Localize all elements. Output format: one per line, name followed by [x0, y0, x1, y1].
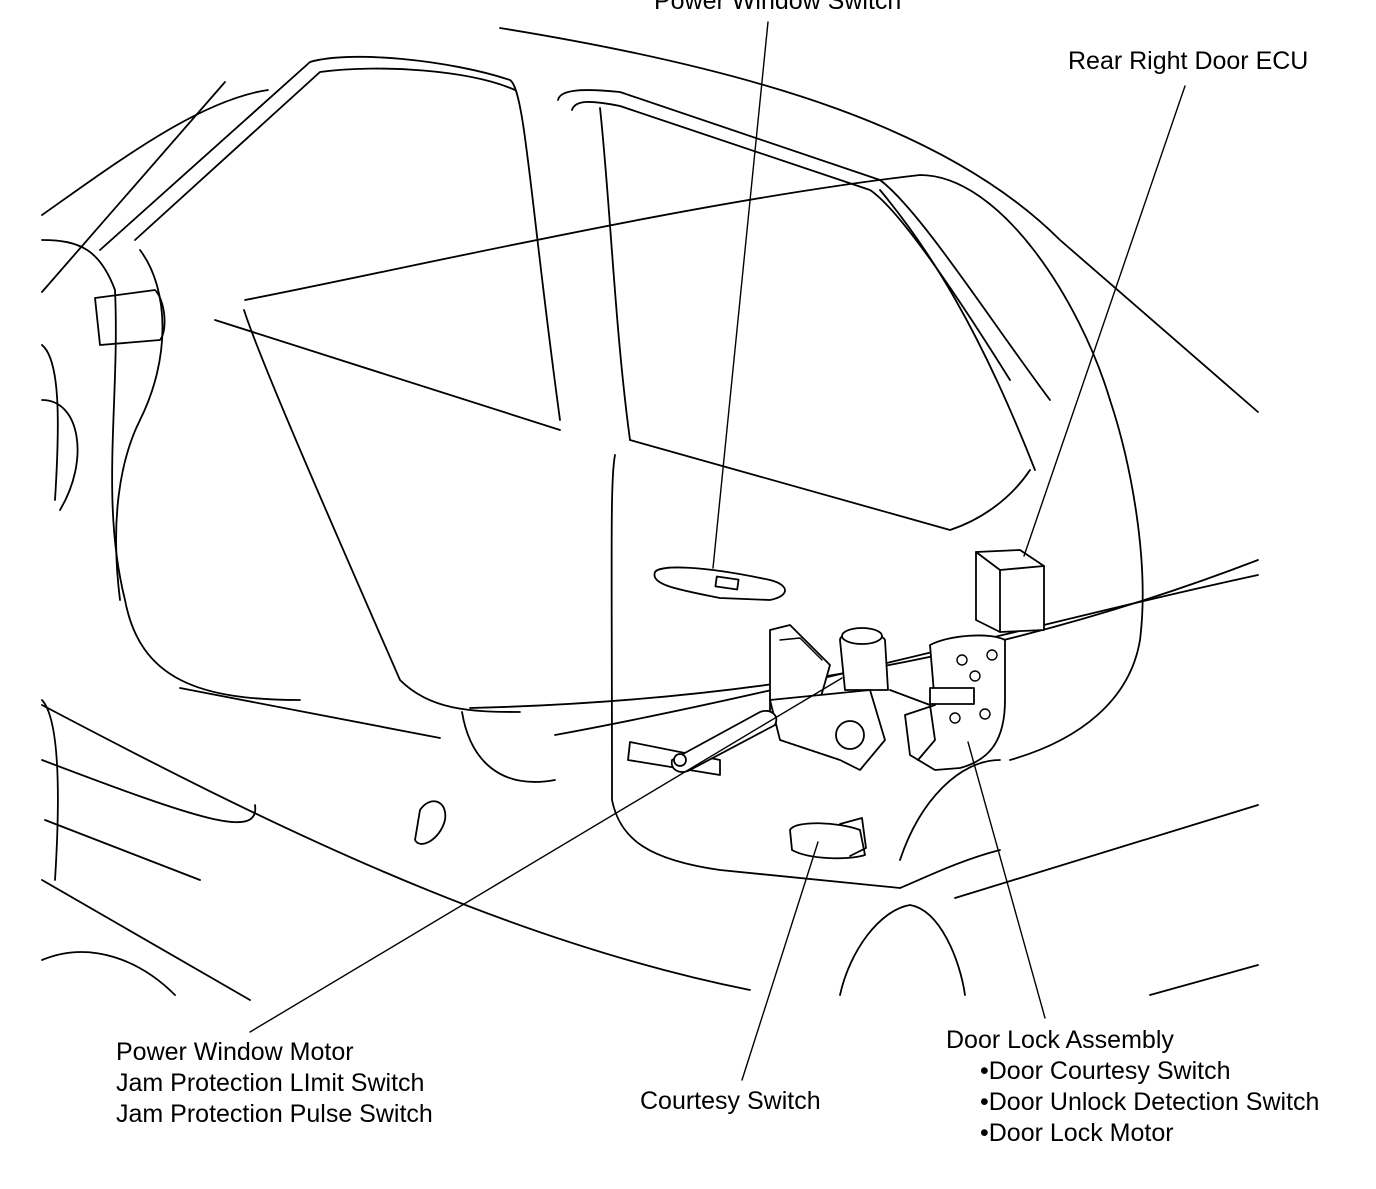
label-power-window-motor-group: Power Window Motor Jam Protection LImit …	[116, 1037, 433, 1130]
label-door-lock-assembly: Door Lock Assembly	[946, 1026, 1174, 1054]
label-jam-protection-limit-switch: Jam Protection LImit Switch	[116, 1069, 425, 1097]
leader-courtesy-switch	[741, 841, 819, 1081]
label-jam-protection-pulse-switch: Jam Protection Pulse Switch	[116, 1100, 433, 1128]
leader-lines	[249, 21, 1186, 1081]
window-regulator-motor	[627, 624, 889, 776]
leader-door-lock-assembly	[967, 741, 1046, 1019]
label-door-courtesy-switch: •Door Courtesy Switch	[980, 1057, 1231, 1085]
label-power-window-motor: Power Window Motor	[116, 1038, 354, 1066]
leader-power-window-switch	[712, 21, 769, 569]
door-ecu-box	[975, 549, 1045, 633]
courtesy-switch-shape	[789, 817, 867, 860]
power-window-switch-shape	[653, 566, 786, 601]
leader-power-window-motor	[249, 677, 843, 1033]
label-courtesy-switch: Courtesy Switch	[640, 1087, 821, 1115]
leader-door-ecu	[1023, 85, 1186, 557]
label-door-unlock-detection-switch: •Door Unlock Detection Switch	[980, 1088, 1320, 1116]
label-rear-right-door-ecu: Rear Right Door ECU	[1068, 47, 1309, 75]
door-lock-assembly-shape	[889, 634, 1006, 771]
car-body-outline	[41, 27, 1259, 1001]
label-door-lock-assembly-group: Door Lock Assembly •Door Courtesy Switch…	[946, 1025, 1319, 1149]
label-power-window-switch: Power Window Switch	[654, 0, 902, 15]
label-door-lock-motor: •Door Lock Motor	[980, 1119, 1174, 1147]
